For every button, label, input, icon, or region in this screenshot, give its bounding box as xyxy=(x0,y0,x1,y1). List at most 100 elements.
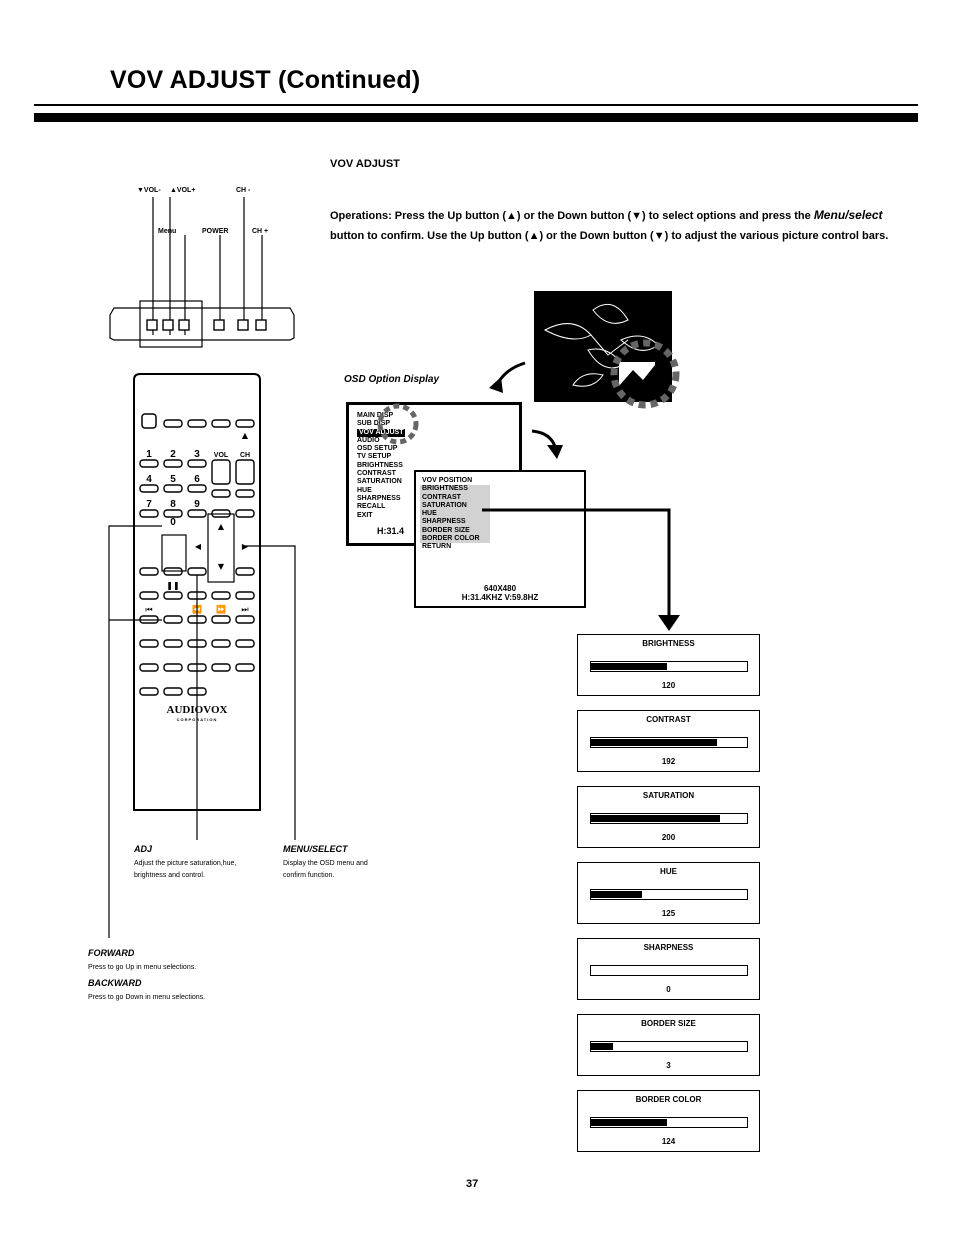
slider-fill xyxy=(591,739,717,746)
osd-sub-item: RETURN xyxy=(422,543,452,551)
remote-diagram: 1 2 3 4 5 6 7 8 9 0 VOL CH ▲ ▲ ▼ ◀ ▶ ❚❚ … xyxy=(108,373,296,938)
slider-fill xyxy=(591,815,720,822)
operations-emphasis: Menu/select xyxy=(813,208,883,222)
operations-text: Operations: Press the Up button (▲) or t… xyxy=(330,205,890,246)
forward-text: Press to go Up in menu selections. xyxy=(88,964,197,971)
header-rule-thin xyxy=(34,104,918,106)
remote-digit-1: 1 xyxy=(146,449,152,460)
remote-digit-3: 3 xyxy=(194,449,200,460)
osd-main-item: RECALL xyxy=(357,503,386,511)
slider-fill xyxy=(591,663,667,670)
osd-heading: OSD Option Display xyxy=(344,374,440,385)
osd-sub-menu: VOV POSITION BRIGHTNESS CONTRAST SATURAT… xyxy=(414,470,586,608)
connector-arrow xyxy=(482,508,680,631)
backward-title: BACKWARD xyxy=(88,978,142,988)
osd-sub-item: BORDER SIZE xyxy=(422,526,470,534)
adj-title: ADJ xyxy=(134,844,153,854)
osd-main-item: SUB DISP xyxy=(357,420,391,428)
osd-main-item: VOV ADJUST xyxy=(357,428,406,437)
slider-border-color: BORDER COLOR 124 xyxy=(577,1090,760,1152)
osd-sub-item: VOV POSITION xyxy=(422,477,473,484)
slider-value: 200 xyxy=(661,833,676,842)
osd-main-item: AUDIO xyxy=(357,436,380,444)
remote-ch-label: CH xyxy=(240,452,250,459)
slider-fill xyxy=(591,1119,667,1126)
menu-select-title: MENU/SELECT xyxy=(283,844,348,854)
slider-fill xyxy=(591,891,642,898)
osd-main-item: OSD SETUP xyxy=(357,445,398,453)
osd-main-item: MAIN DISP xyxy=(357,412,394,419)
label-ch-up: CH + xyxy=(252,228,269,235)
slider-value: 3 xyxy=(666,1061,671,1070)
highlight-circle xyxy=(377,403,419,445)
osd-sub-highlight xyxy=(420,485,490,543)
slider-label: SHARPNESS xyxy=(643,943,694,952)
slider-track xyxy=(590,1041,748,1052)
operations-text-2: button to confirm. Use the Up button (▲)… xyxy=(330,230,889,242)
slider-label: CONTRAST xyxy=(646,715,691,724)
slider-value: 192 xyxy=(661,757,676,766)
remote-digit-8: 8 xyxy=(170,499,176,510)
label-vol-up: ▲VOL+ xyxy=(170,187,196,194)
remote-digit-7: 7 xyxy=(146,499,152,510)
slider-track xyxy=(590,965,748,976)
menu-select-text-2: confirm function. xyxy=(283,872,335,879)
slider-track xyxy=(590,737,748,748)
page-title: VOV ADJUST (Continued) xyxy=(110,66,421,94)
slider-label: BORDER SIZE xyxy=(641,1019,696,1028)
slider-border-size: BORDER SIZE 3 xyxy=(577,1014,760,1076)
previous-icon: ⏮ xyxy=(145,605,152,614)
osd-main-item: EXIT xyxy=(357,511,373,519)
osd-main-item: HUE xyxy=(357,486,372,494)
operations-lead: Operations: xyxy=(330,210,392,222)
osd-main-item: SATURATION xyxy=(357,478,402,486)
osd-main-item: CONTRAST xyxy=(357,470,396,478)
up-arrow-icon: ▲ xyxy=(242,431,249,440)
osd-resolution: 640X480 xyxy=(483,584,517,593)
osd-sub-item: SHARPNESS xyxy=(422,518,466,526)
slider-label: SATURATION xyxy=(642,791,695,800)
down-arrow-icon: ▼ xyxy=(218,562,225,571)
front-panel-diagram xyxy=(109,197,295,348)
adj-text-2: brightness and control. xyxy=(134,872,205,879)
slider-label: BORDER COLOR xyxy=(635,1095,702,1104)
osd-main-item: SHARPNESS xyxy=(357,494,401,502)
osd-sub-item: BRIGHTNESS xyxy=(422,485,468,493)
picture-thumbnail xyxy=(534,291,680,409)
label-vol-down: ▼VOL- xyxy=(137,187,161,194)
remote-digit-0: 0 xyxy=(170,517,176,528)
remote-digit-6: 6 xyxy=(194,474,200,485)
slider-saturation: SATURATION 200 xyxy=(577,786,760,848)
pause-icon: ❚❚ xyxy=(166,581,179,590)
remote-digit-2: 2 xyxy=(170,449,176,460)
backward-text: Press to go Down in menu selections. xyxy=(88,994,206,1001)
label-menu: Menu xyxy=(158,228,177,235)
osd-main-item: TV SETUP xyxy=(357,453,392,461)
forward-title: FORWARD xyxy=(88,948,135,958)
osd-main-item: BRIGHTNESS xyxy=(357,461,403,469)
slider-label: BRIGHTNESS xyxy=(642,639,695,648)
slider-track xyxy=(590,661,748,672)
remote-digit-5: 5 xyxy=(170,474,176,485)
up-arrow-icon: ▲ xyxy=(218,522,225,531)
remote-digit-4: 4 xyxy=(146,474,152,485)
next-icon: ⏭ xyxy=(241,605,248,614)
label-power: POWER xyxy=(202,228,229,235)
osd-sub-item: BORDER COLOR xyxy=(422,535,480,543)
adj-text-1: Adjust the picture saturation,hue, xyxy=(134,860,237,867)
osd-main-frequency: H:31.4 xyxy=(377,526,405,536)
slider-track xyxy=(590,1117,748,1128)
fast-forward-icon: ⏩ xyxy=(216,604,226,614)
slider-value: 124 xyxy=(661,1137,676,1146)
flow-arrows xyxy=(489,361,563,459)
label-ch-down: CH - xyxy=(236,187,251,194)
menu-select-text-1: Display the OSD menu and xyxy=(283,860,368,867)
page-number: 37 xyxy=(466,1178,479,1190)
remote-digit-9: 9 xyxy=(194,499,200,510)
section-title: VOV ADJUST xyxy=(330,158,400,170)
osd-frequency: H:31.4KHZ V:59.8HZ xyxy=(461,593,539,602)
slider-track xyxy=(590,889,748,900)
